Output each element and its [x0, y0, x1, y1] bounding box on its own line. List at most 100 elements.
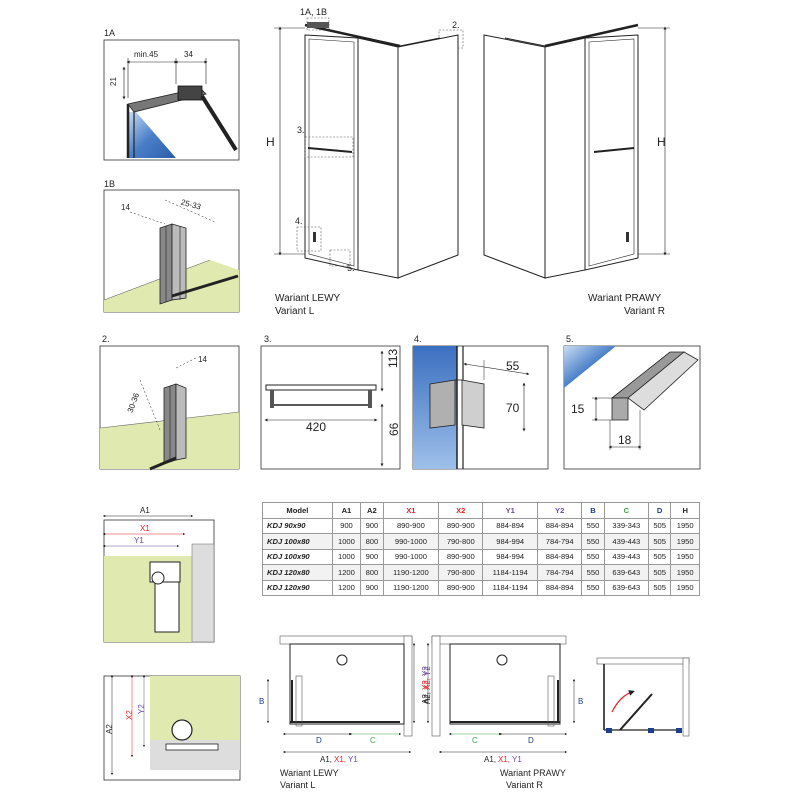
cell: 890-900: [382, 517, 440, 534]
detail-3: 3. 420 113 66: [260, 334, 401, 470]
cell: 1190-1200: [382, 564, 440, 581]
cell: 884-894: [537, 548, 583, 565]
cell: 890-900: [438, 517, 484, 534]
dim-66: 66: [387, 422, 401, 436]
cell: 439-443: [603, 533, 649, 550]
cell: 884-894: [537, 579, 583, 596]
plan-left-en: Variant L: [280, 780, 315, 790]
callout-5: 5.: [347, 263, 355, 273]
cell: 784-794: [537, 564, 583, 581]
table-row: KDJ 100x90 1000 900 990-1000 890-900 984…: [262, 548, 700, 565]
detail-1b: 1B 14 25-33: [103, 179, 240, 313]
plan-a1: A1: [140, 506, 150, 515]
table-row: KDJ 100x80 1000 800 990-1000 790-800 984…: [262, 533, 700, 550]
plan-right-b: B: [578, 697, 583, 706]
glass-pane: [128, 112, 176, 158]
cell: 884-894: [482, 517, 539, 534]
cell: 890-900: [438, 548, 484, 565]
col-model: Model: [262, 502, 333, 519]
plan-left-a1: A1,: [320, 755, 332, 764]
cell: 1184-1194: [482, 564, 539, 581]
plan-x1: X1: [140, 524, 150, 533]
dim-34: 34: [184, 50, 193, 59]
cell: 1950: [670, 579, 700, 596]
dim-14: 14: [121, 203, 130, 212]
plan-left-y2: Y2: [421, 666, 430, 676]
cell: 550: [581, 564, 605, 581]
dim-55: 55: [506, 359, 520, 373]
plan-left-c: C: [370, 736, 376, 745]
cell: 1184-1194: [482, 579, 539, 596]
cell: 800: [360, 564, 384, 581]
cell: 984-994: [482, 533, 539, 550]
table-header-row: Model A1 A2 X1 X2 Y1 Y2 B C D H: [262, 502, 700, 519]
detail-1a: 1A min.45 34 21: [103, 28, 240, 161]
swing-arrow: [611, 690, 635, 713]
cell: 990-1000: [382, 548, 440, 565]
dim-h-right: H: [657, 135, 666, 149]
cell-model: KDJ 120x80: [262, 564, 333, 581]
cell: 790-800: [438, 564, 484, 581]
dim-18: 18: [618, 433, 632, 447]
elevation-variant-left: 1A, 1B 2. 3. 4. 5. H Wariant LEWY Varian…: [266, 7, 464, 317]
plan-right-y1: Y1: [512, 755, 522, 764]
detail-4-label: 4.: [414, 334, 422, 344]
elevation-variant-right: H Wariant PRAWY Variant R: [483, 23, 670, 317]
plan-left-x1: X1,: [334, 755, 346, 764]
dim-21: 21: [109, 77, 118, 86]
cell: 439-443: [603, 548, 649, 565]
plan-y1: Y1: [134, 536, 144, 545]
col-y1: Y1: [482, 502, 539, 519]
floor-plan-variant-right: B C D A1, X1, Y1 A2, X2, Y2 Wariant PRAW…: [423, 635, 583, 790]
plan-left-pl: Wariant LEWY: [280, 768, 339, 778]
plan-right-pl: Wariant PRAWY: [500, 768, 566, 778]
cell: 900: [360, 548, 384, 565]
col-a2: A2: [360, 502, 384, 519]
callout-2: 2.: [452, 20, 460, 30]
cell: 790-800: [438, 533, 484, 550]
cell: 1950: [670, 517, 700, 534]
callout-4: 4.: [295, 216, 303, 226]
plan-left-d: D: [316, 736, 322, 745]
cell: 900: [360, 517, 384, 534]
cell: 784-794: [537, 533, 583, 550]
cell: 505: [647, 533, 672, 550]
dim-15: 15: [571, 402, 585, 416]
table-row: KDJ 120x90 1200 900 1190-1200 890-900 11…: [262, 579, 700, 596]
col-a1: A1: [331, 502, 362, 519]
cell-model: KDJ 90x90: [262, 517, 333, 534]
plan-right-a1: A1,: [484, 755, 496, 764]
variant-right-en: Variant R: [624, 306, 665, 317]
cell-model: KDJ 100x90: [262, 548, 333, 565]
col-d: D: [647, 502, 672, 519]
cell: 990-1000: [382, 533, 440, 550]
cell: 800: [360, 533, 384, 550]
detail-1b-label: 1B: [104, 179, 115, 189]
plan-right-d: D: [528, 736, 534, 745]
col-x1: X1: [382, 502, 440, 519]
plan-left-a2: A2,: [421, 692, 430, 704]
hinge: [429, 379, 456, 429]
cell: 505: [647, 579, 672, 596]
plan-a2: A2: [105, 724, 114, 734]
cell: 550: [581, 579, 605, 596]
plan-right-a2: A2,: [423, 692, 432, 704]
variant-left-pl: Wariant LEWY: [275, 293, 341, 304]
plan-detail-top: A1 X1 Y1: [102, 506, 215, 643]
detail-5: 5. 15 18: [563, 334, 701, 470]
variant-right-pl: Wariant PRAWY: [588, 293, 661, 304]
detail-4: 4. 55 70: [412, 334, 549, 470]
cell: 550: [581, 517, 605, 534]
plan-detail-bottom: A2 X2 Y2: [103, 674, 241, 781]
detail-1a-label: 1A: [104, 28, 115, 38]
cell-model: KDJ 100x80: [262, 533, 333, 550]
cell: 890-900: [438, 579, 484, 596]
dim-420: 420: [306, 420, 326, 434]
plan-right-en: Variant R: [506, 780, 543, 790]
callout-3: 3.: [297, 125, 305, 135]
cell: 505: [647, 564, 672, 581]
table-row: KDJ 90x90 900 900 890-900 890-900 884-89…: [262, 517, 700, 534]
cell: 1000: [331, 548, 362, 565]
variant-left-en: Variant L: [275, 306, 315, 317]
